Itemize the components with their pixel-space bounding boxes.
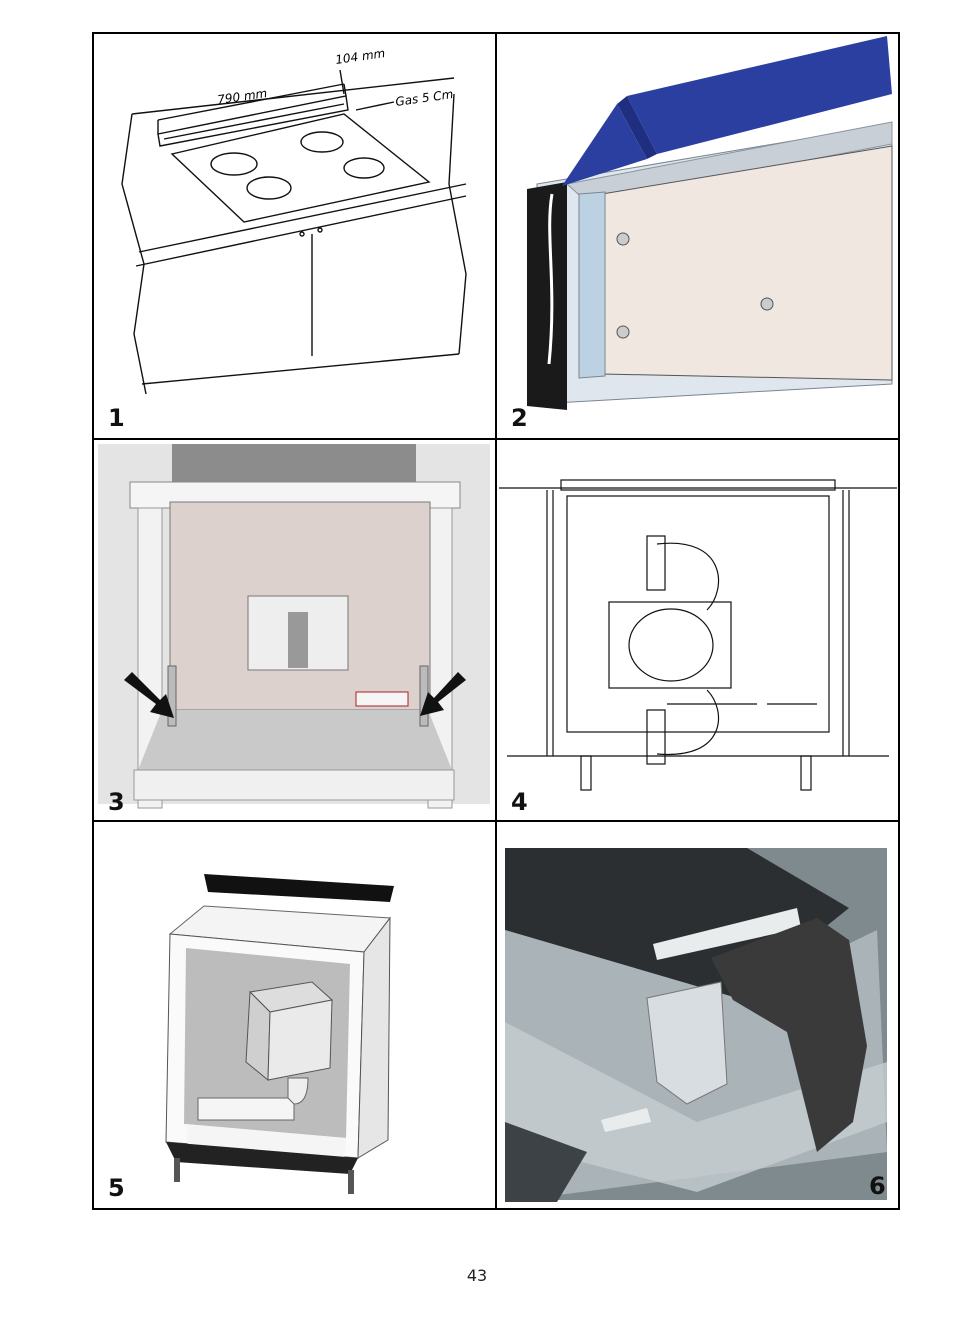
figure-grid: 104 mm 790 mm Gas 5 Cm 1 2 xyxy=(92,32,900,1210)
figure-3-cabinet-illustration xyxy=(94,440,495,820)
figure-5: 5 xyxy=(94,822,495,1208)
figure-4: 4 xyxy=(497,440,898,820)
figure-1: 104 mm 790 mm Gas 5 Cm 1 xyxy=(94,34,495,438)
figure-6-gasket-photo xyxy=(497,822,898,1208)
figure-3: 3 xyxy=(94,440,495,820)
figure-number: 2 xyxy=(511,404,528,432)
figure-4-duct-drawing xyxy=(497,440,898,820)
figure-6: 6 xyxy=(497,822,898,1208)
figure-5-cabinet-render xyxy=(94,822,495,1208)
figure-2: 2 xyxy=(497,34,898,438)
figure-number: 5 xyxy=(108,1174,125,1202)
figure-number: 4 xyxy=(511,788,528,816)
figure-number: 1 xyxy=(108,404,125,432)
figure-number: 6 xyxy=(869,1172,886,1200)
dim-depth-label: 104 mm xyxy=(334,46,386,67)
dim-gap-label: Gas 5 Cm xyxy=(394,87,454,109)
figure-1-line-drawing: 104 mm 790 mm Gas 5 Cm xyxy=(94,34,495,438)
page-number: 43 xyxy=(0,1266,954,1285)
figure-2-sealant-illustration xyxy=(497,34,898,438)
figure-number: 3 xyxy=(108,788,125,816)
